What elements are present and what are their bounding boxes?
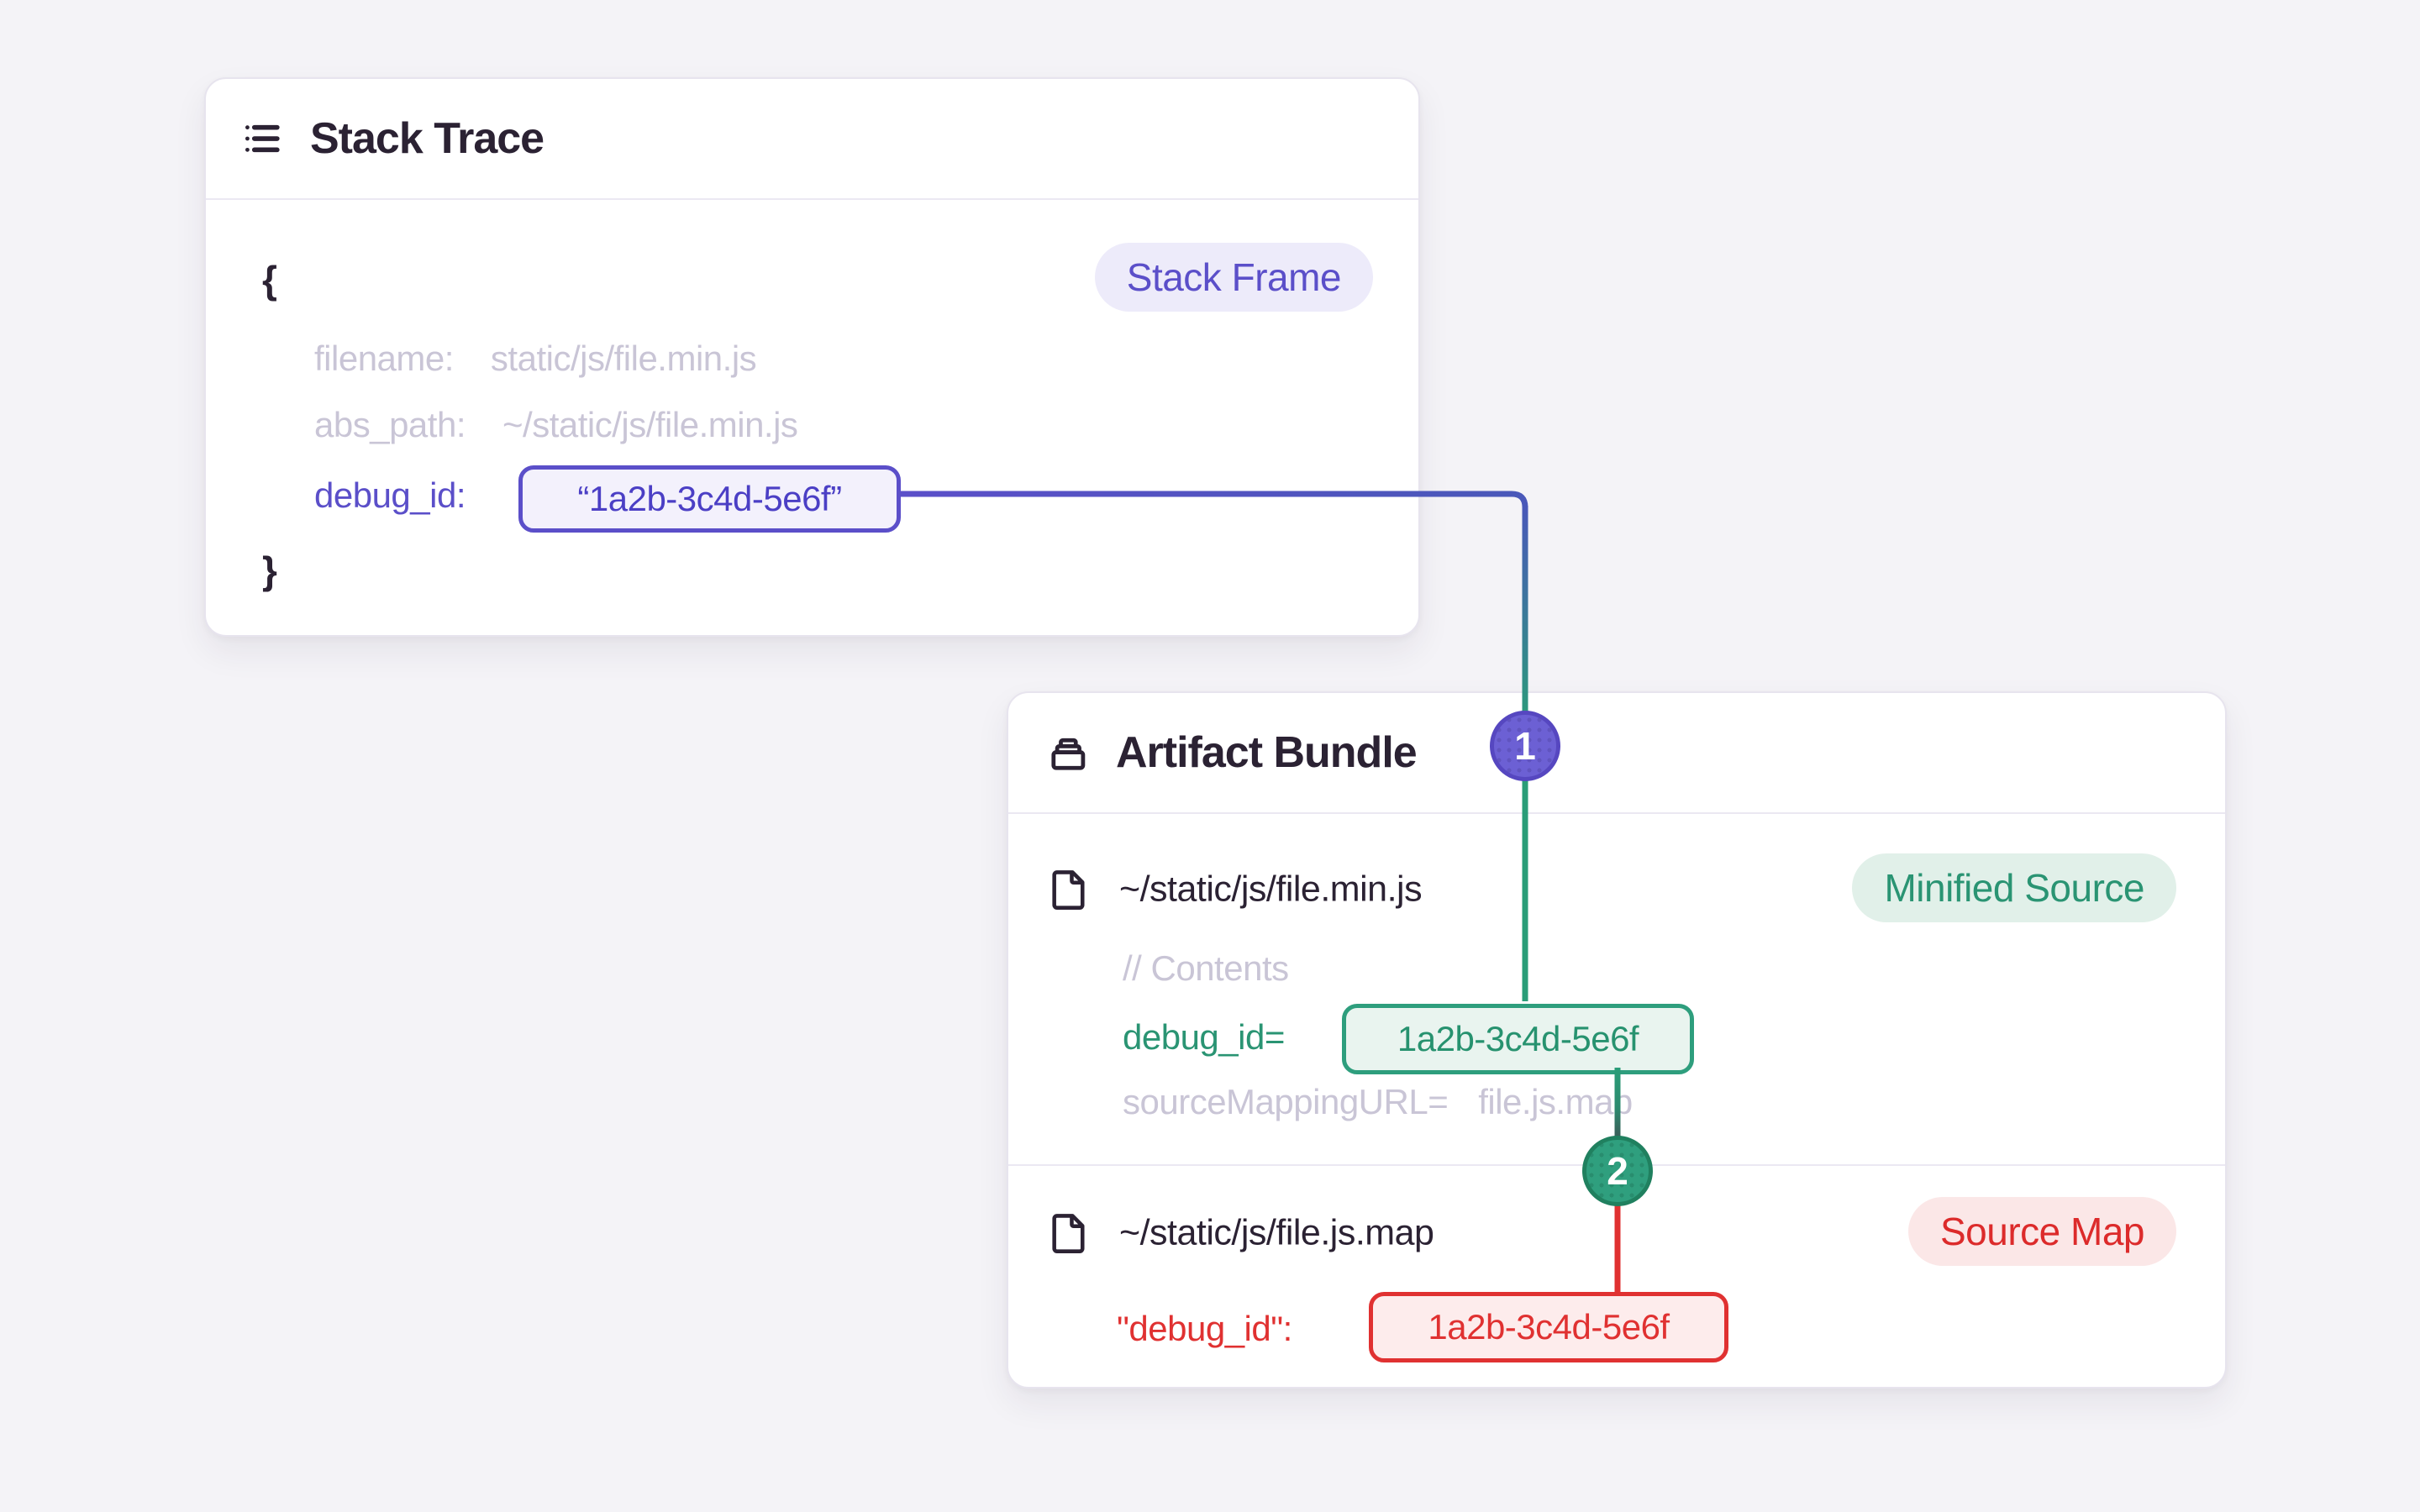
debug-id-key: debug_id: — [314, 475, 466, 515]
contents-comment-text: // Contents — [1123, 948, 1289, 988]
stack-trace-card: Stack Trace Stack Frame { filename: stat… — [204, 77, 1420, 637]
artifact-bundle-card-header: Artifact Bundle — [1008, 693, 2225, 814]
filename-value: static/js/file.min.js — [490, 339, 757, 378]
stack-trace-title: Stack Trace — [310, 114, 544, 163]
abs-path-key: abs_path: — [314, 405, 466, 444]
minified-file-path: ~/static/js/file.min.js — [1119, 869, 1423, 910]
bundle-debug-id-key: debug_id= — [1123, 1017, 1285, 1057]
abs-path-line: abs_path: ~/static/js/file.min.js — [314, 405, 798, 445]
source-mapping-line: sourceMappingURL= file.js.map — [1123, 1082, 1633, 1122]
stack-trace-card-header: Stack Trace — [206, 79, 1418, 200]
debug-id-value-box: “1a2b-3c4d-5e6f” — [518, 465, 901, 533]
archive-stack-icon — [1047, 731, 1091, 774]
source-mapping-key: sourceMappingURL= — [1123, 1082, 1449, 1121]
map-debug-id-line: "debug_id": — [1117, 1309, 1292, 1349]
close-brace: } — [262, 549, 277, 592]
step-2-circle: 2 — [1582, 1136, 1653, 1206]
bundle-debug-id-value-box: 1a2b-3c4d-5e6f — [1342, 1004, 1694, 1074]
source-mapping-value: file.js.map — [1478, 1082, 1633, 1121]
file-icon — [1049, 868, 1089, 911]
open-brace: { — [262, 258, 277, 302]
step-1-circle: 1 — [1490, 711, 1560, 781]
bundle-debug-id-line: debug_id= — [1123, 1017, 1285, 1058]
source-map-badge: Source Map — [1907, 1197, 2176, 1266]
artifact-bundle-title: Artifact Bundle — [1116, 728, 1418, 777]
minified-source-badge: Minified Source — [1852, 853, 2176, 922]
abs-path-value: ~/static/js/file.min.js — [502, 405, 798, 444]
map-debug-id-key: "debug_id": — [1117, 1309, 1292, 1348]
contents-comment: // Contents — [1123, 948, 1289, 989]
artifact-bundle-card: Artifact Bundle ~/static/js/file.min.js … — [1007, 691, 2227, 1389]
filename-line: filename: static/js/file.min.js — [314, 339, 757, 379]
debug-id-line: debug_id: — [314, 475, 466, 516]
filename-key: filename: — [314, 339, 454, 378]
stack-frame-badge: Stack Frame — [1094, 243, 1373, 312]
file-icon — [1049, 1211, 1089, 1255]
map-debug-id-value-box: 1a2b-3c4d-5e6f — [1369, 1292, 1728, 1362]
list-icon — [243, 118, 285, 160]
source-map-file-path: ~/static/js/file.js.map — [1119, 1212, 1434, 1253]
